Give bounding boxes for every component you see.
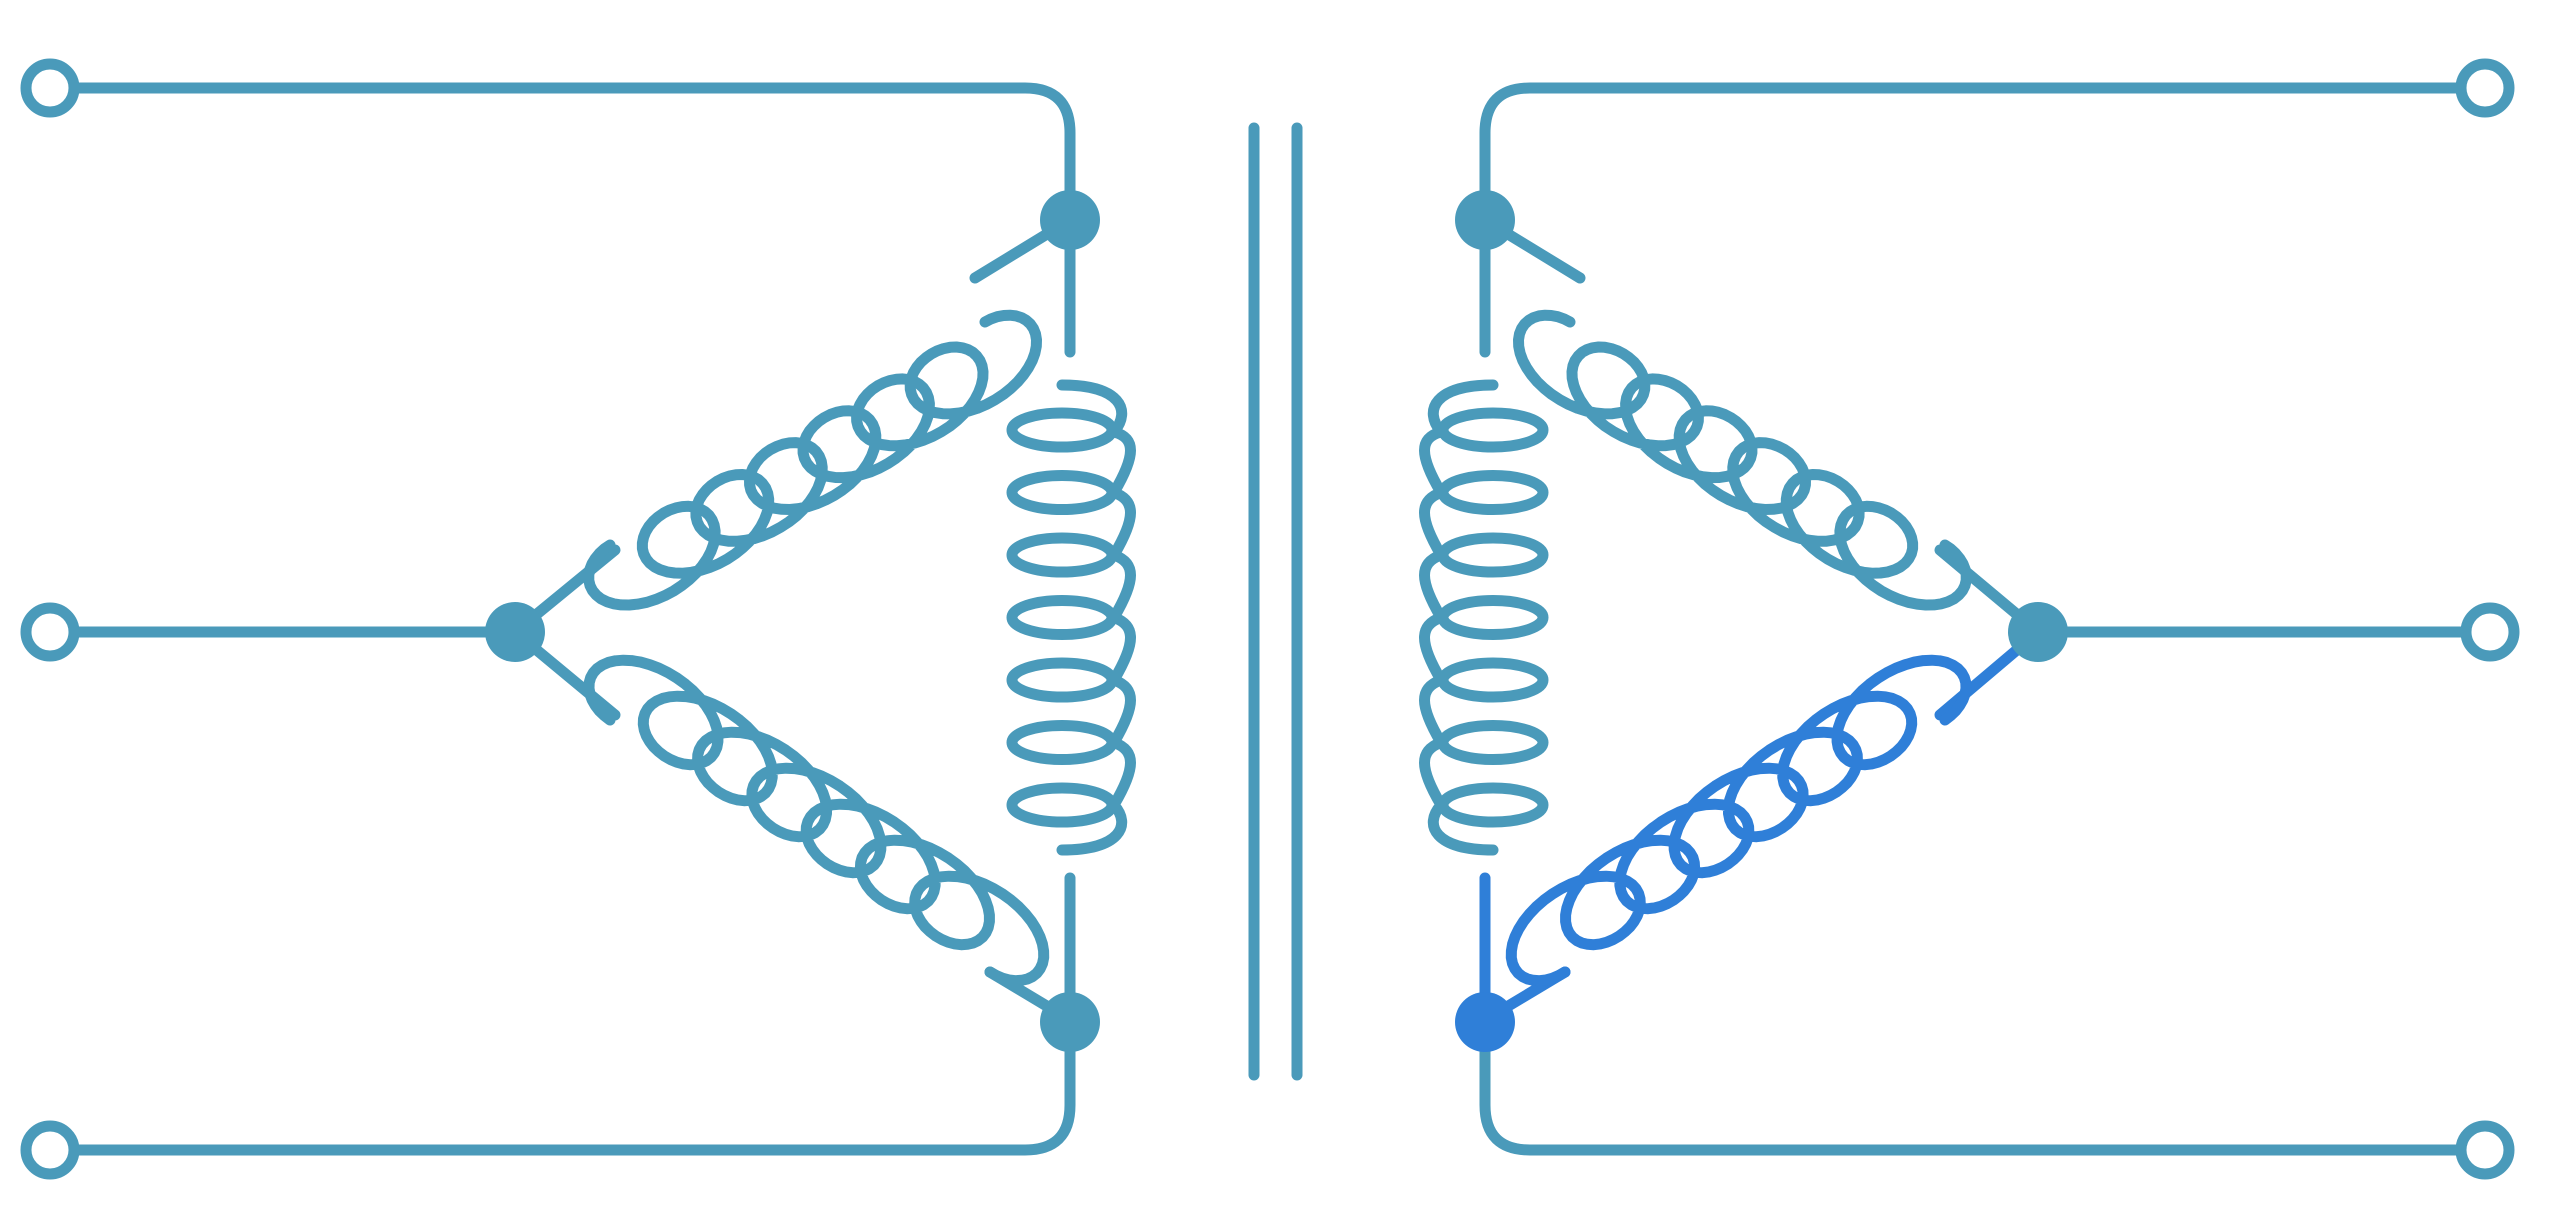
- vertical-winding-coil: [1419, 379, 1549, 856]
- junction-icon: [1455, 190, 1515, 250]
- coil-return-wire: [1419, 379, 1499, 856]
- primary-delta-side: [20, 58, 1136, 1180]
- terminal-icon: [20, 602, 80, 662]
- junction-icon: [1040, 992, 1100, 1052]
- primary-top-line: [44, 82, 1076, 226]
- coil-turn: [1006, 532, 1118, 578]
- coil-turn: [1437, 657, 1549, 703]
- transformer-core: [1248, 122, 1303, 1081]
- primary-upper-coil: [583, 309, 1042, 611]
- coil-turn: [1437, 470, 1549, 515]
- secondary-delta-side: [1419, 58, 2520, 1180]
- secondary-bottom-line: [1479, 1019, 2491, 1156]
- terminal-icon: [20, 1120, 80, 1180]
- coil-return-wire: [1056, 379, 1136, 856]
- terminal-icon: [2455, 58, 2515, 118]
- terminal-icon: [2460, 602, 2520, 662]
- terminal-icon: [20, 58, 80, 118]
- coil-turn: [1437, 720, 1549, 765]
- coil-turn: [1437, 532, 1549, 578]
- coil-turn: [1006, 470, 1118, 515]
- junction-icon: [485, 602, 545, 662]
- coil-turn: [1006, 595, 1118, 640]
- coil-turn: [1437, 595, 1549, 640]
- junction-icon: [1040, 190, 1100, 250]
- junction-icon: [2008, 602, 2068, 662]
- coil-turn: [1006, 407, 1118, 453]
- primary-bottom-line: [44, 1019, 1076, 1156]
- secondary-top-line: [1479, 82, 2491, 226]
- vertical-winding-coil: [1006, 379, 1136, 856]
- secondary-upper-coil: [1513, 309, 1972, 611]
- junction-icon: [1455, 992, 1515, 1052]
- coil-turn: [1437, 407, 1549, 453]
- coil-turn: [1006, 782, 1118, 828]
- coil-turn: [1006, 720, 1118, 765]
- secondary-lower-coil: [1505, 654, 1972, 987]
- coil-turn: [1006, 657, 1118, 703]
- coil-turn: [1437, 782, 1549, 828]
- primary-lower-coil: [583, 654, 1050, 987]
- terminal-icon: [2455, 1120, 2515, 1180]
